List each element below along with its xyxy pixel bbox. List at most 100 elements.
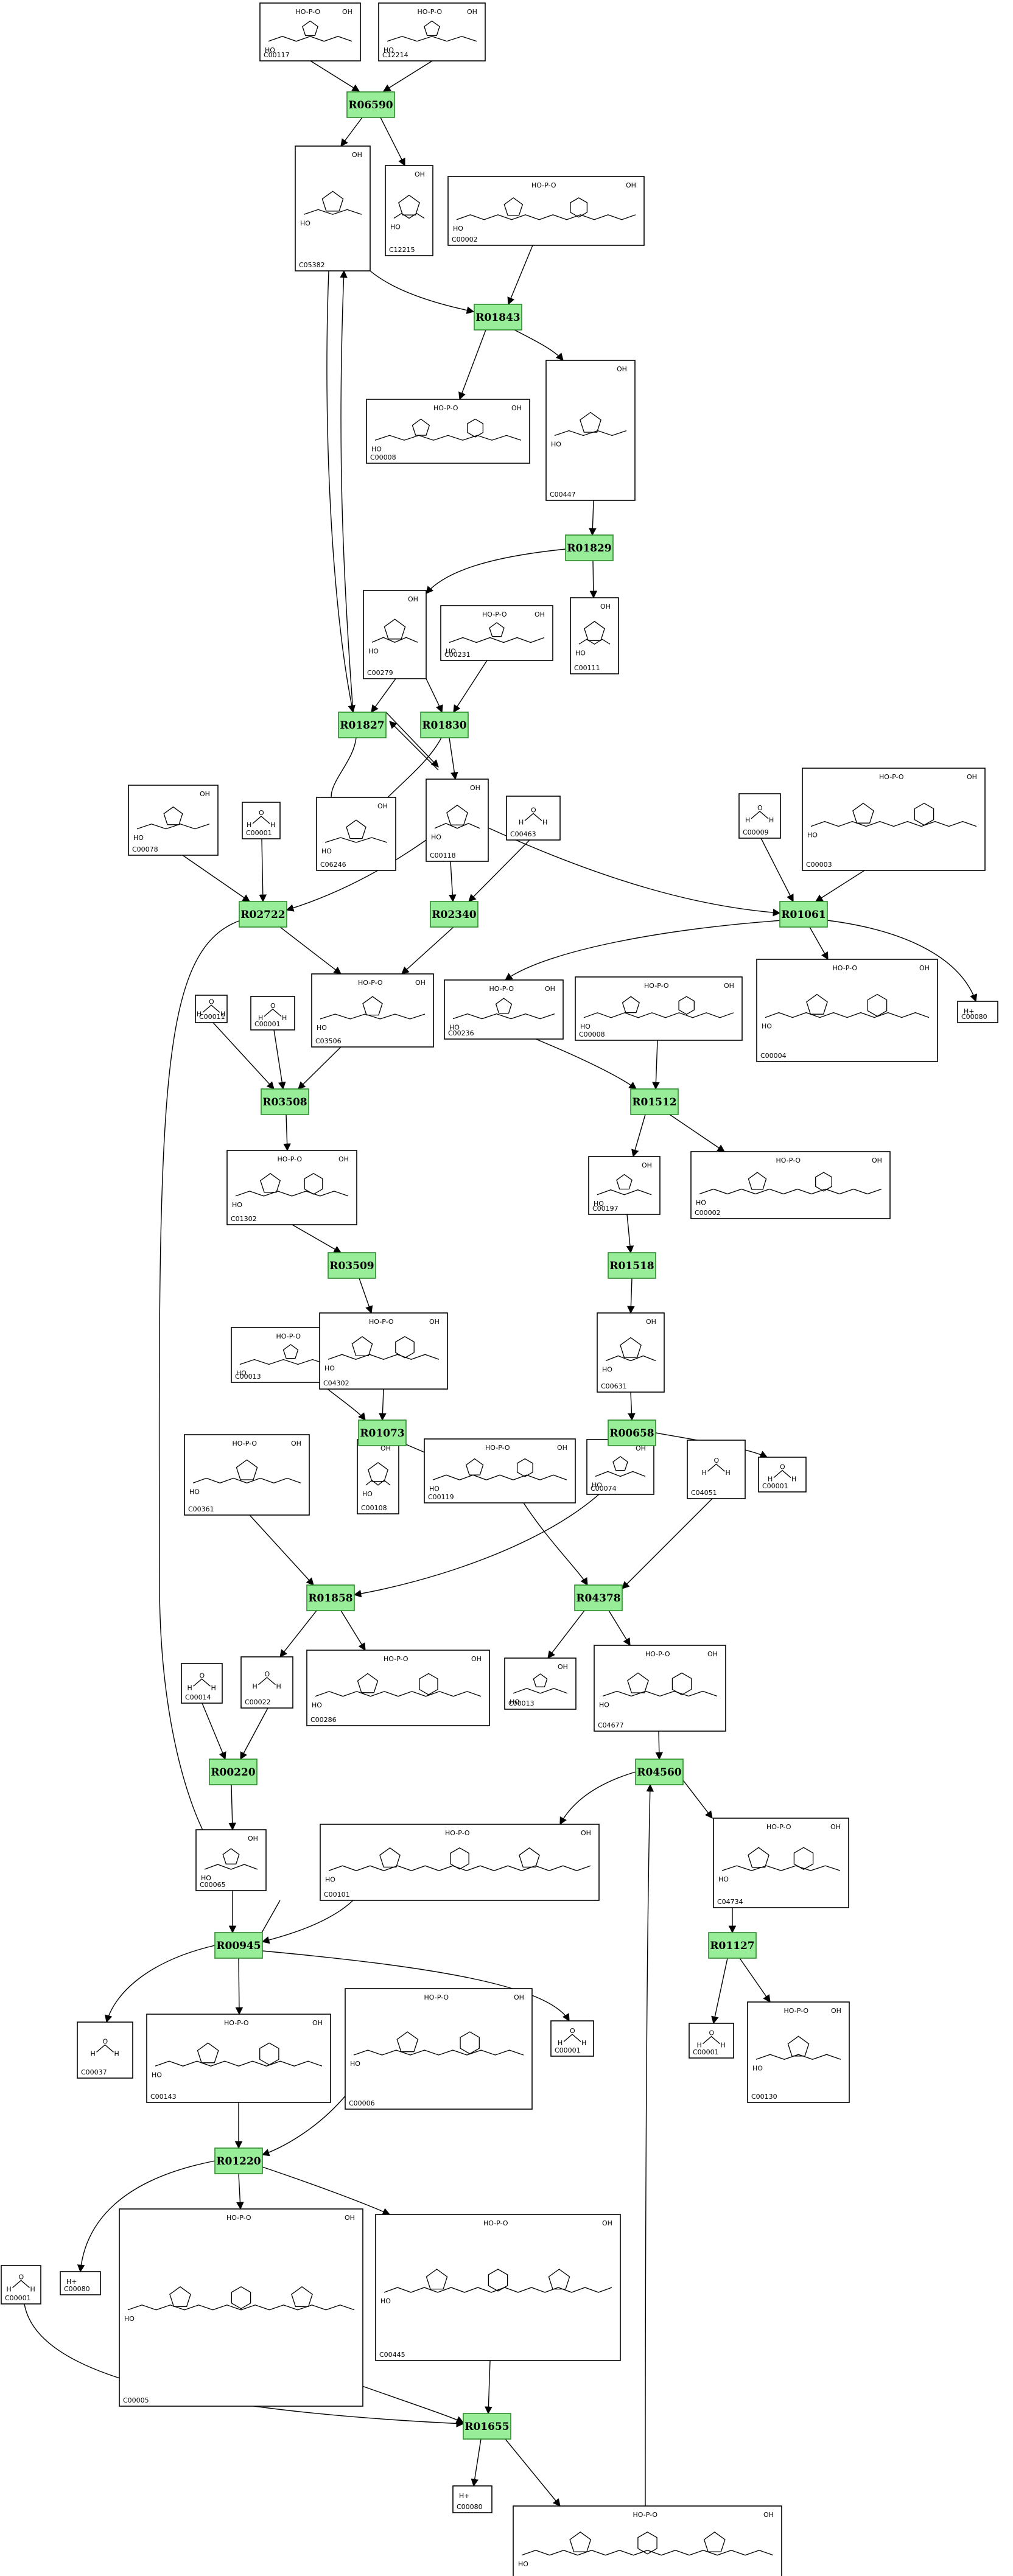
compound-box[interactable] (957, 1001, 998, 1023)
compound-box[interactable] (690, 1151, 891, 1219)
reaction-box[interactable] (635, 1759, 684, 1785)
reaction-box[interactable] (209, 1759, 258, 1785)
reaction-box[interactable] (630, 1088, 679, 1115)
compound-box[interactable] (375, 2214, 621, 2361)
reaction-node[interactable]: R01827 (338, 712, 387, 738)
reaction-node[interactable]: R03509 (328, 1252, 376, 1279)
reaction-box[interactable] (430, 901, 478, 928)
compound-node[interactable]: H+C00080 (957, 1001, 998, 1023)
reaction-box[interactable] (779, 901, 828, 928)
compound-box[interactable] (504, 1657, 577, 1710)
compound-box[interactable] (119, 2208, 363, 2407)
compound-box[interactable] (550, 2020, 594, 2057)
reaction-node[interactable]: R01061 (779, 901, 828, 928)
compound-box[interactable] (60, 2271, 101, 2295)
reaction-box[interactable] (214, 2147, 263, 2174)
compound-box[interactable] (452, 2485, 492, 2513)
compound-box[interactable] (802, 768, 986, 871)
compound-box[interactable] (513, 2505, 782, 2576)
reaction-box[interactable] (574, 1584, 623, 1611)
reaction-box[interactable] (420, 712, 469, 738)
compound-box[interactable] (295, 145, 371, 271)
compound-box[interactable] (440, 605, 553, 661)
compound-box[interactable] (242, 802, 281, 839)
reaction-node[interactable]: R01518 (608, 1252, 656, 1279)
compound-box[interactable] (181, 1663, 223, 1704)
reaction-node[interactable]: R01829 (565, 534, 614, 561)
reaction-box[interactable] (565, 534, 614, 561)
compound-box[interactable] (306, 1650, 490, 1726)
compound-box[interactable] (758, 1457, 807, 1493)
reaction-box[interactable] (239, 901, 287, 928)
reaction-box[interactable] (261, 1088, 309, 1115)
reaction-box[interactable] (214, 1932, 263, 1959)
compound-box[interactable] (195, 1829, 267, 1891)
reaction-node[interactable]: R04560 (635, 1759, 684, 1785)
reaction-node[interactable]: R01512 (630, 1088, 679, 1115)
compound-box[interactable] (195, 995, 228, 1023)
reaction-node[interactable]: R01655 (463, 2413, 511, 2440)
compound-box[interactable] (747, 2001, 850, 2103)
compound-box[interactable] (545, 360, 636, 501)
compound-box[interactable] (128, 785, 219, 856)
compound-box[interactable] (713, 1818, 849, 1908)
reaction-box[interactable] (328, 1252, 376, 1279)
compound-box[interactable] (506, 796, 561, 841)
reaction-node[interactable]: R02722 (239, 901, 287, 928)
compound-box[interactable] (319, 1312, 448, 1390)
compound-box[interactable] (426, 779, 489, 862)
compound-box[interactable] (259, 2, 361, 61)
reaction-box[interactable] (608, 1419, 656, 1446)
reaction-box[interactable] (358, 1419, 407, 1446)
compound-box[interactable] (687, 1440, 746, 1499)
reaction-node[interactable]: R00945 (214, 1932, 263, 1959)
reaction-box[interactable] (708, 1932, 757, 1959)
compound-box[interactable] (738, 793, 781, 839)
compound-box[interactable] (447, 176, 645, 246)
compound-box[interactable] (444, 979, 564, 1040)
compound-box[interactable] (689, 2023, 734, 2059)
compound-box[interactable] (594, 1645, 726, 1732)
compound-node[interactable]: H+C00080 (452, 2485, 492, 2513)
reaction-node[interactable]: R02340 (430, 901, 478, 928)
compound-box[interactable] (366, 399, 530, 464)
